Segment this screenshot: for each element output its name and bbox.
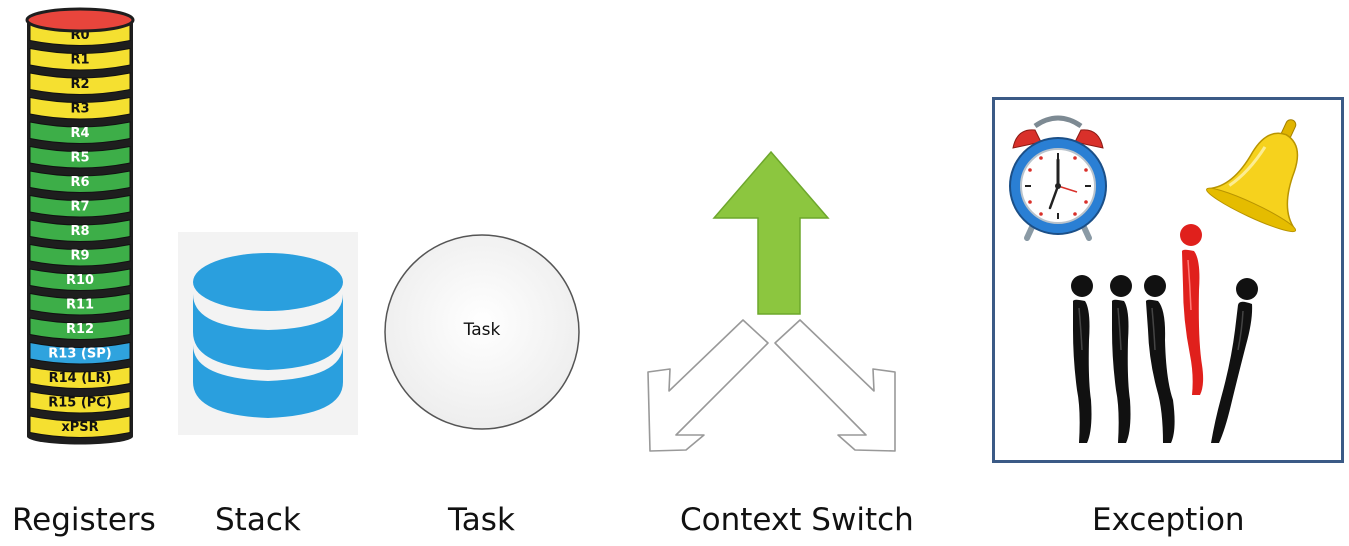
register-r13-sp: R13 (SP) [29, 341, 131, 365]
register-label: R15 (PC) [48, 396, 112, 411]
register-top-cap [25, 7, 135, 33]
register-label: R2 [70, 77, 89, 92]
task-circle [384, 234, 580, 430]
stack-panel [178, 232, 358, 435]
register-label: R3 [70, 102, 89, 117]
register-xpsr: xPSR [29, 415, 131, 438]
register-label: R13 (SP) [48, 347, 111, 362]
register-r10: R10 [29, 268, 131, 291]
register-r5: R5 [29, 145, 131, 169]
register-r6: R6 [29, 170, 131, 193]
register-label: R14 (LR) [49, 371, 112, 386]
task-circle-label: Task [463, 320, 501, 340]
register-label: R6 [70, 175, 89, 190]
context-switch-panel [640, 148, 920, 458]
register-label: R11 [66, 298, 94, 313]
register-r1: R1 [29, 47, 131, 71]
register-r7: R7 [29, 194, 131, 218]
register-r15-pc: R15 (PC) [29, 390, 131, 414]
register-label: R10 [66, 273, 94, 288]
bell-icon [1206, 119, 1299, 233]
alarm-clock-icon [1009, 115, 1107, 241]
register-label: R4 [70, 126, 89, 141]
register-r11: R11 [29, 292, 131, 316]
register-r4: R4 [29, 121, 131, 144]
exception-caption: Exception [1092, 502, 1245, 538]
people-queue-icon [1071, 224, 1258, 443]
register-r2: R2 [29, 72, 131, 95]
register-label: R1 [70, 53, 89, 68]
up-arrow-icon [712, 150, 830, 315]
registers-caption: Registers [12, 502, 156, 538]
register-label: R5 [70, 151, 89, 166]
register-label: R8 [70, 224, 89, 239]
register-r9: R9 [29, 243, 131, 267]
register-r8: R8 [29, 219, 131, 242]
task-panel: Task [382, 232, 582, 432]
stack-caption: Stack [215, 502, 301, 538]
down-right-arrow-icon [774, 319, 896, 452]
register-r14-lr: R14 (LR) [29, 366, 131, 389]
register-label: R7 [70, 200, 89, 215]
exception-panel [992, 97, 1344, 463]
register-r12: R12 [29, 317, 131, 340]
task-caption: Task [448, 502, 515, 538]
register-label: xPSR [61, 420, 98, 435]
register-r3: R3 [29, 96, 131, 120]
down-left-arrow-icon [647, 319, 769, 452]
context-switch-caption: Context Switch [680, 502, 914, 538]
register-label: R12 [66, 322, 94, 337]
register-label: R9 [70, 249, 89, 264]
database-icon [193, 253, 343, 418]
